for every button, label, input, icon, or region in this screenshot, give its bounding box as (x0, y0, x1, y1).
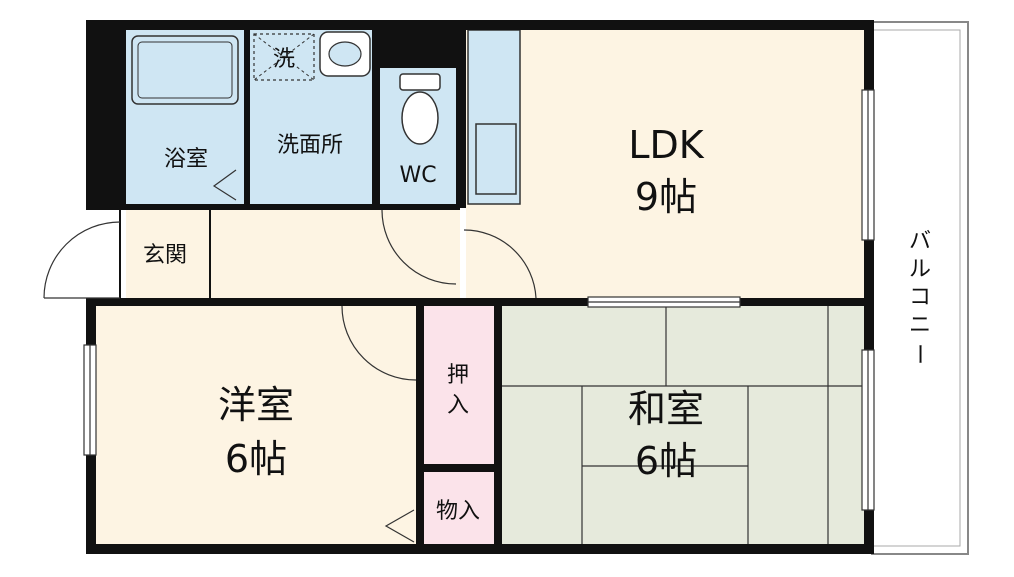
washroom-label: 洗面所 (277, 133, 343, 158)
western-room-size: 6帖 (225, 437, 287, 481)
balcony-label: バ ル コ ニ ー (906, 229, 931, 365)
washer-label: 洗 (273, 47, 295, 72)
balcony-char-1: ル (909, 257, 931, 282)
balcony-char-3: ニ (909, 313, 931, 338)
entrance-label: 玄関 (143, 243, 187, 268)
japanese-room-floor (496, 306, 866, 546)
hallway-floor (126, 210, 460, 298)
washer-icon (253, 33, 315, 81)
balcony-char-2: コ (909, 285, 931, 310)
western-room-floor (94, 306, 416, 546)
japanese-room-name: 和室 (628, 387, 704, 431)
japanese-room-size: 6帖 (635, 439, 697, 483)
balcony (871, 21, 969, 555)
toilet-icon (399, 73, 441, 145)
oshiire-label-2: 入 (447, 393, 469, 418)
balcony-char-0: バ (909, 229, 931, 254)
ldk-name: LDK (628, 123, 704, 167)
windows (83, 89, 875, 511)
walls (86, 20, 874, 554)
door-swings (43, 169, 537, 543)
wc-label: WC (399, 163, 436, 188)
bathroom-label: 浴室 (164, 147, 208, 172)
western-room-name: 洋室 (218, 383, 294, 427)
sink-icon (475, 123, 517, 195)
wash-basin-icon (319, 31, 371, 77)
bathtub-icon (131, 35, 239, 105)
ldk-floor (466, 28, 866, 298)
tatami-lines (496, 306, 866, 546)
storage-label: 物入 (436, 499, 480, 524)
storage-floor (422, 470, 494, 546)
oshiire-label-1: 押 (447, 363, 469, 388)
balcony-char-4: ー (906, 343, 931, 365)
ldk-size: 9帖 (635, 175, 697, 219)
oshiire-floor (422, 306, 494, 464)
